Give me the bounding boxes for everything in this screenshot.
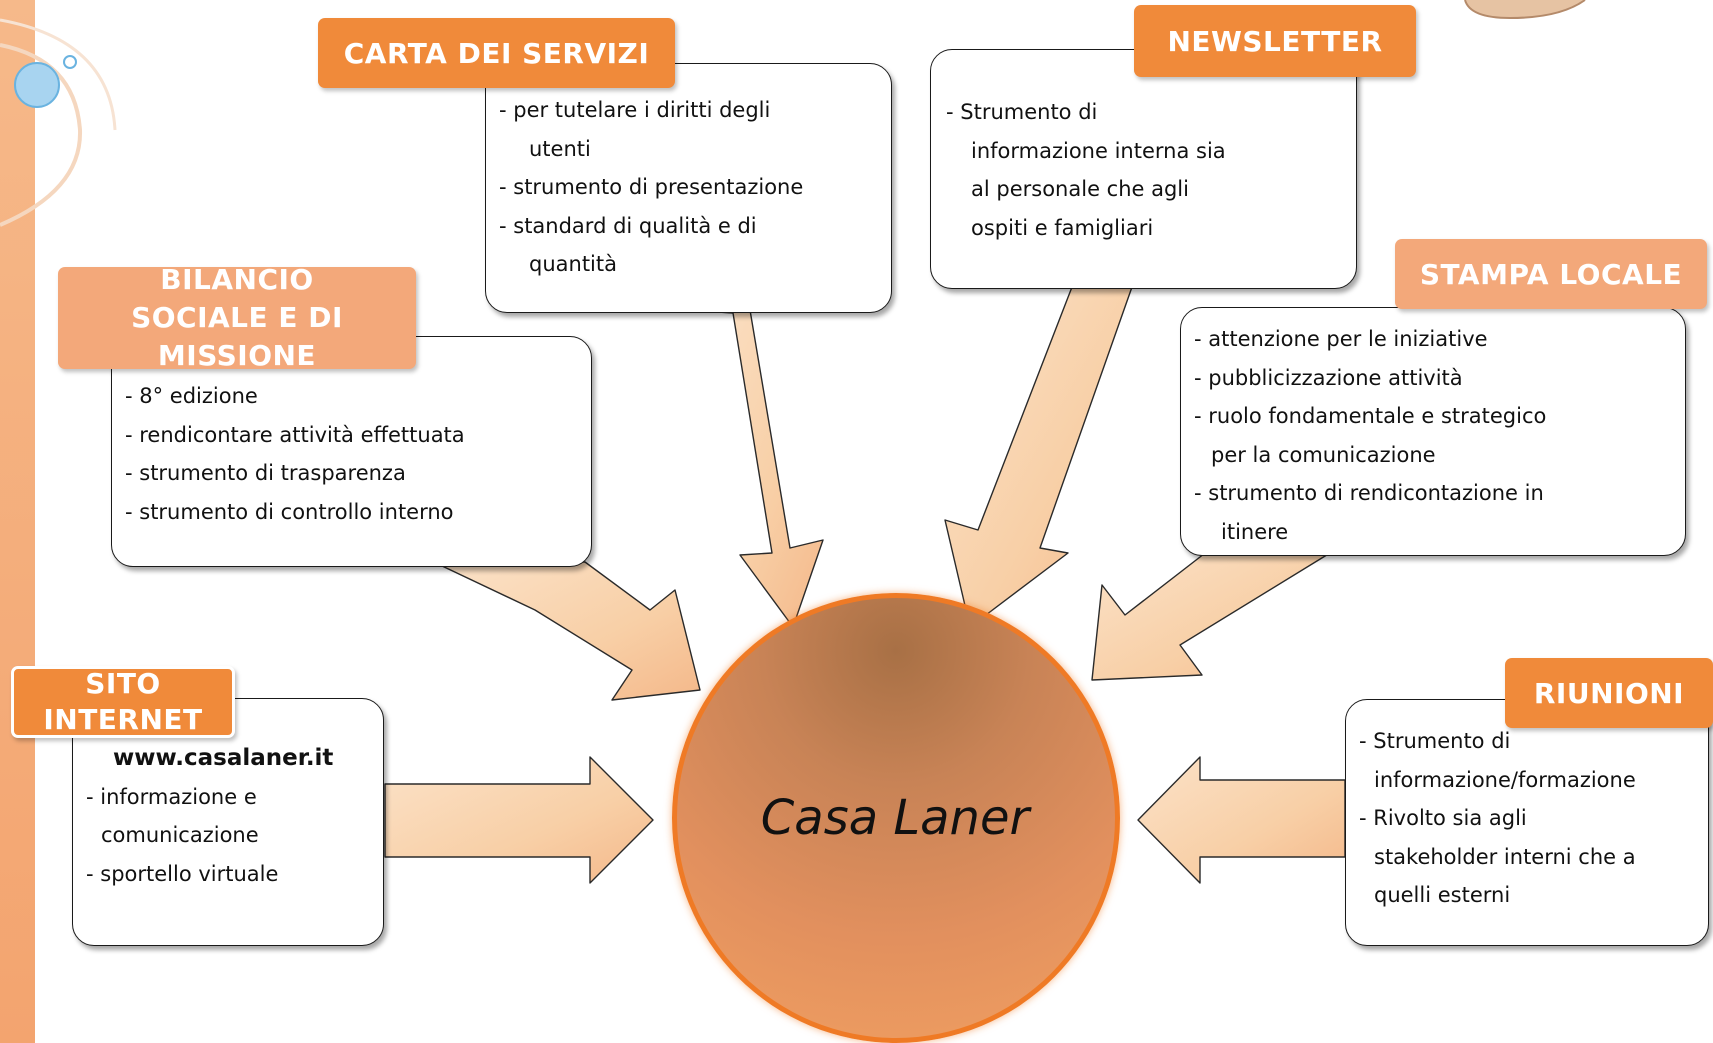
riunioni-line-5: quelli esterni bbox=[1374, 883, 1511, 907]
center-label: Casa Laner bbox=[760, 790, 1030, 846]
carta-line-4: - standard di qualità e di bbox=[499, 213, 757, 238]
riunioni-line-3: - Rivolto sia agli bbox=[1359, 806, 1527, 830]
stampa-line-2: - pubblicizzazione attività bbox=[1194, 365, 1463, 390]
newsletter-line-1: - Strumento di bbox=[946, 100, 1098, 124]
bilancio-line-1: - 8° edizione bbox=[125, 384, 258, 408]
riunioni-box: - Strumento di informazione/formazione -… bbox=[1345, 699, 1709, 946]
bilancio-title-line-1: BILANCIO bbox=[160, 263, 314, 296]
riunioni-line-1: - Strumento di bbox=[1359, 729, 1511, 753]
bilancio-title: BILANCIO SOCIALE E DI MISSIONE bbox=[58, 263, 416, 372]
small-bubble-icon bbox=[63, 55, 77, 69]
bilancio-line-3: - strumento di trasparenza bbox=[125, 461, 406, 485]
bilancio-title-line-3: MISSIONE bbox=[157, 339, 317, 372]
sito-title-line-2: INTERNET bbox=[43, 703, 203, 736]
newsletter-line-2: informazione interna sia bbox=[971, 138, 1226, 163]
center-circle bbox=[672, 593, 1120, 1043]
arrow-stampa bbox=[1091, 552, 1331, 681]
carta-dei-servizi-box: - per tutelare i diritti degli utenti - … bbox=[485, 63, 892, 313]
bilancio-line-4: - strumento di controllo interno bbox=[125, 499, 454, 524]
carta-line-5: quantità bbox=[529, 252, 617, 276]
stampa-locale-title: STAMPA LOCALE bbox=[1395, 239, 1707, 309]
stampa-line-1: - attenzione per le iniziative bbox=[1194, 327, 1488, 351]
newsletter-line-4: ospiti e famigliari bbox=[971, 215, 1154, 240]
carta-dei-servizi-title: CARTA DEI SERVIZI bbox=[318, 18, 675, 88]
riunioni-line-2: informazione/formazione bbox=[1374, 767, 1636, 792]
sito-line-3: - sportello virtuale bbox=[86, 861, 279, 886]
newsletter-title: NEWSLETTER bbox=[1134, 5, 1416, 77]
arrow-bilancio bbox=[439, 561, 701, 701]
stampa-line-6: itinere bbox=[1221, 519, 1289, 544]
sito-internet-box: www.casalaner.it - informazione e comuni… bbox=[72, 698, 384, 946]
sito-url: www.casalaner.it bbox=[113, 745, 334, 771]
carta-line-3: - strumento di presentazione bbox=[499, 175, 804, 199]
decorative-top-shape bbox=[1464, 0, 1586, 20]
arrow-newsletter bbox=[944, 286, 1133, 628]
arrow-sito bbox=[384, 756, 654, 884]
stampa-line-3: - ruolo fondamentale e strategico bbox=[1194, 404, 1547, 428]
bubble-icon bbox=[14, 62, 60, 108]
carta-line-1: - per tutelare i diritti degli bbox=[499, 98, 771, 122]
arrow-carta bbox=[687, 309, 824, 628]
stampa-line-5: - strumento di rendicontazione in bbox=[1194, 481, 1544, 505]
slide-sidebar bbox=[0, 0, 35, 1043]
sito-title-line-1: SITO bbox=[85, 667, 161, 700]
stampa-line-4: per la comunicazione bbox=[1211, 442, 1436, 467]
riunioni-line-4: stakeholder interni che a bbox=[1374, 844, 1636, 869]
sito-line-1: - informazione e bbox=[86, 784, 257, 809]
newsletter-line-3: al personale che agli bbox=[971, 177, 1189, 201]
decorative-bubbles bbox=[0, 18, 117, 227]
sito-line-2: comunicazione bbox=[101, 823, 259, 847]
stampa-locale-box: - attenzione per le iniziative - pubblic… bbox=[1180, 307, 1686, 556]
bilancio-box: - 8° edizione - rendicontare attività ef… bbox=[111, 336, 592, 567]
newsletter-box: - Strumento di informazione interna sia … bbox=[930, 49, 1357, 289]
arrow-riunioni bbox=[1137, 756, 1346, 884]
carta-line-2: utenti bbox=[529, 136, 591, 161]
bilancio-title-line-2: SOCIALE E DI bbox=[131, 301, 343, 334]
riunioni-title: RIUNIONI bbox=[1505, 658, 1713, 728]
sito-internet-title: SITO INTERNET bbox=[11, 666, 235, 738]
bilancio-line-2: - rendicontare attività effettuata bbox=[125, 422, 465, 447]
